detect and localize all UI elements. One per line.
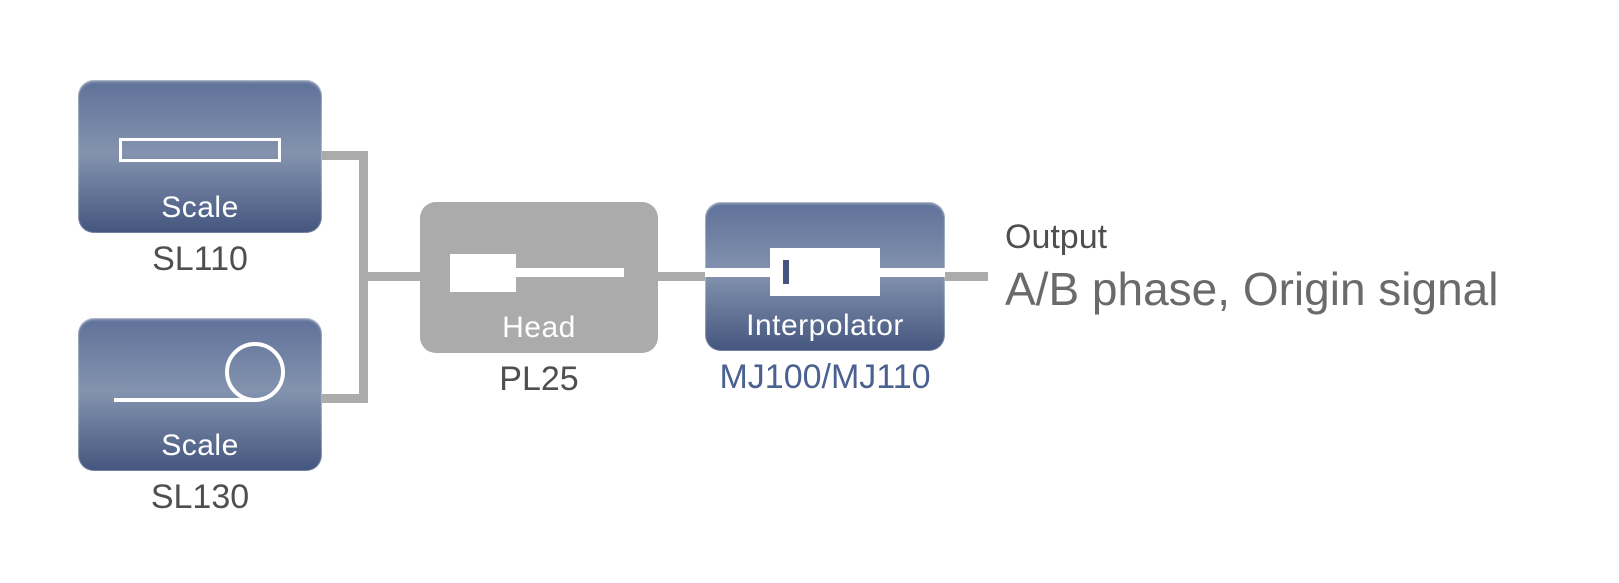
output-signal-text: A/B phase, Origin signal [1005, 263, 1499, 315]
connector-sl110-stub [320, 151, 368, 160]
tape-roll-icon [225, 342, 285, 402]
connector-interpolator-to-output [938, 272, 988, 281]
read-head-icon [450, 254, 516, 292]
connector-junction-to-head [359, 272, 424, 281]
scale-sl130-label: Scale [161, 429, 239, 462]
scale-sl130-node: Scale [78, 318, 322, 471]
head-label: Head [502, 311, 576, 344]
output-title: Output [1005, 218, 1108, 256]
interpolator-indicator-icon [783, 260, 789, 284]
scale-sl130-model: SL130 [150, 478, 250, 516]
scale-sl110-label: Scale [161, 191, 239, 224]
interpolator-node: Interpolator [705, 202, 945, 351]
read-head-cable-icon [516, 268, 624, 277]
head-node: Head [420, 202, 658, 353]
scale-sl110-node: Scale [78, 80, 322, 233]
tape-roll-tail-icon [114, 398, 256, 402]
linear-scale-icon [119, 138, 281, 162]
connector-sl130-stub [320, 394, 368, 403]
connector-head-to-interpolator [650, 272, 712, 281]
scale-sl110-model: SL110 [152, 240, 248, 278]
interpolator-model: MJ100/MJ110 [719, 358, 931, 396]
interpolator-label: Interpolator [746, 309, 904, 342]
head-model: PL25 [499, 360, 579, 398]
